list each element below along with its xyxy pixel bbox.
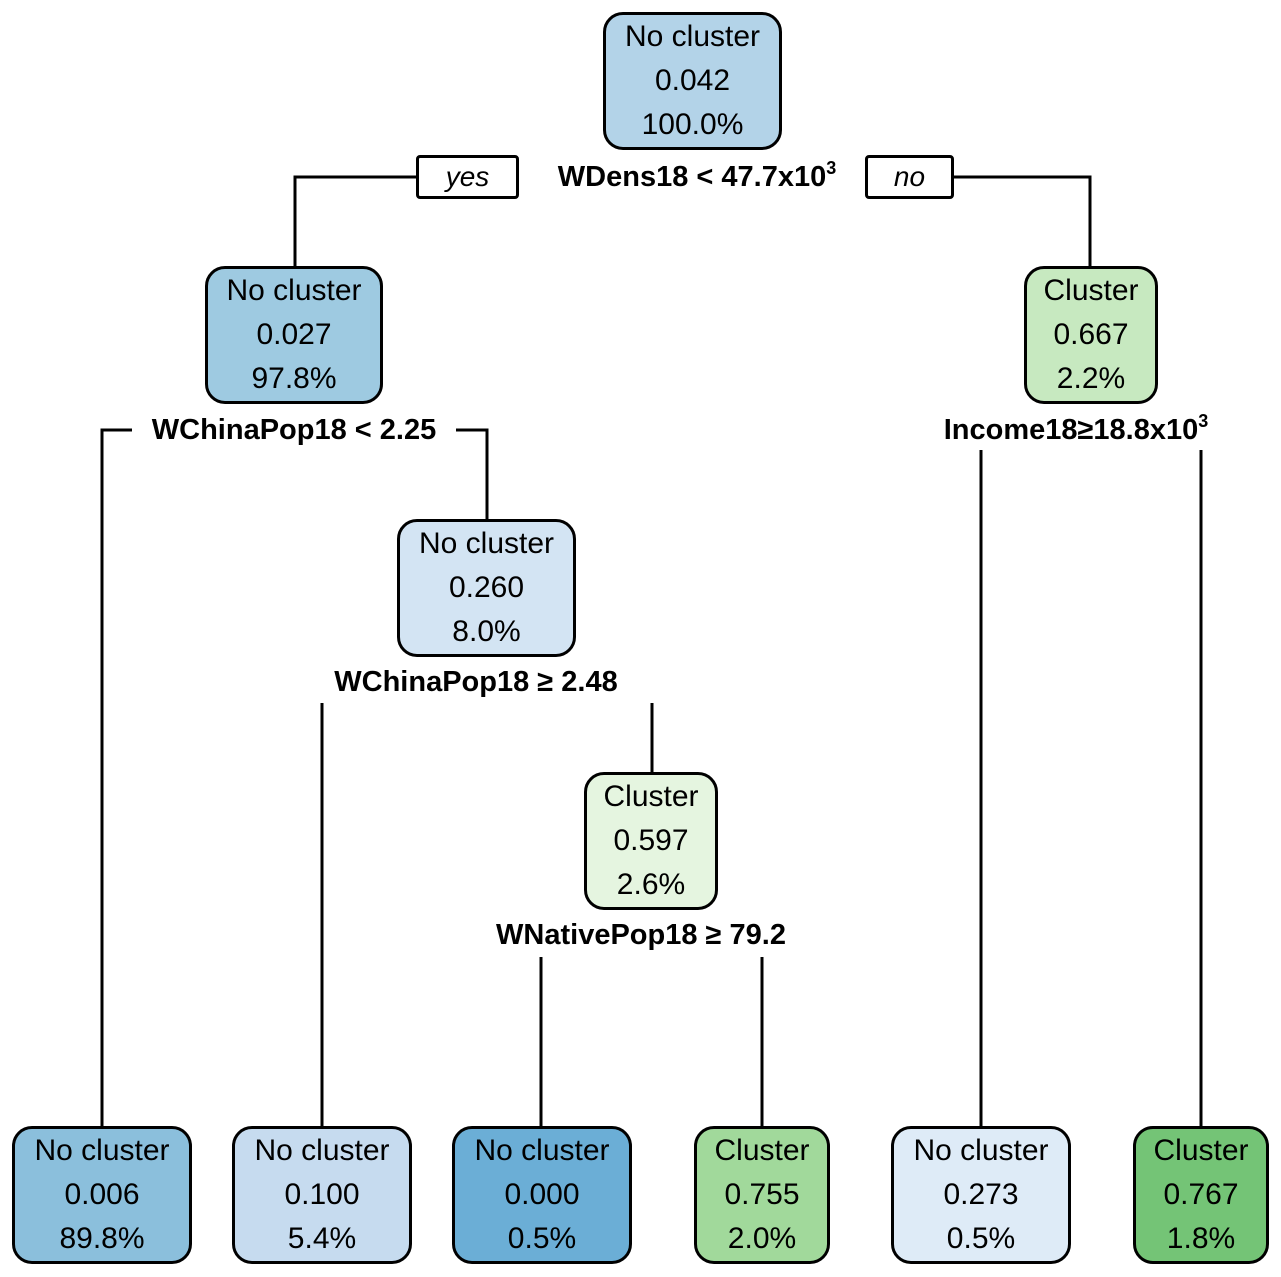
node-n3: Cluster 0.667 2.2% (1024, 266, 1158, 404)
node-label: Cluster (714, 1134, 810, 1167)
node-share: 1.8% (1166, 1222, 1236, 1255)
edge-n2-right (456, 428, 489, 519)
split-rule-n3: Income18≥18.8x103 (941, 411, 1211, 448)
node-label: Cluster (1153, 1134, 1249, 1167)
node-value: 0.667 (1053, 318, 1129, 351)
node-label: No cluster (474, 1134, 610, 1167)
node-share: 2.2% (1056, 362, 1126, 395)
node-share: 100.0% (641, 108, 744, 141)
branch-label-no: no (865, 155, 954, 199)
split-rule-n11: WNativePop18 ≥ 79.2 (494, 917, 788, 953)
node-label: No cluster (254, 1134, 390, 1167)
split-rule-text: WChinaPop18 ≥ 2.48 (334, 666, 618, 698)
node-share: 97.8% (251, 362, 337, 395)
split-rule-text: WDens18 < 47.7x10 (557, 161, 827, 193)
node-label: No cluster (34, 1134, 170, 1167)
node-share: 2.6% (616, 868, 686, 901)
split-rule-exponent: 3 (826, 158, 837, 178)
branch-label-yes: yes (416, 155, 519, 199)
node-value: 0.000 (504, 1178, 580, 1211)
node-n5: No cluster 0.260 8.0% (397, 519, 576, 657)
leaf-node-3: No cluster 0.000 0.5% (452, 1126, 632, 1264)
node-label: Cluster (1043, 274, 1139, 307)
split-rule-n2: WChinaPop18 < 2.25 (149, 412, 439, 448)
node-value: 0.273 (943, 1178, 1019, 1211)
split-rule-text: Income18≥18.8x10 (943, 414, 1199, 446)
node-share: 2.0% (727, 1222, 797, 1255)
node-label: No cluster (624, 20, 761, 53)
node-share: 0.5% (946, 1222, 1016, 1255)
node-n2: No cluster 0.027 97.8% (205, 266, 383, 404)
leaf-node-1: No cluster 0.006 89.8% (12, 1126, 192, 1264)
node-label: Cluster (603, 780, 699, 813)
node-value: 0.100 (284, 1178, 360, 1211)
node-value: 0.767 (1163, 1178, 1239, 1211)
node-share: 89.8% (59, 1222, 145, 1255)
node-share: 0.5% (507, 1222, 577, 1255)
edge-root-left (293, 175, 418, 266)
node-value: 0.755 (724, 1178, 800, 1211)
node-value: 0.597 (613, 824, 689, 857)
leaf-node-5: No cluster 0.273 0.5% (891, 1126, 1071, 1264)
node-share: 8.0% (452, 615, 521, 648)
split-rule-exponent: 3 (1198, 411, 1209, 431)
node-root: No cluster 0.042 100.0% (603, 12, 782, 150)
node-value: 0.260 (448, 571, 525, 604)
node-share: 5.4% (287, 1222, 357, 1255)
node-label: No cluster (418, 527, 555, 560)
node-value: 0.006 (64, 1178, 140, 1211)
leaf-node-6: Cluster 0.767 1.8% (1133, 1126, 1269, 1264)
node-label: No cluster (226, 274, 362, 307)
node-value: 0.027 (256, 318, 332, 351)
leaf-node-2: No cluster 0.100 5.4% (232, 1126, 412, 1264)
split-rule-root: WDens18 < 47.7x103 (555, 158, 839, 195)
node-n11: Cluster 0.597 2.6% (584, 772, 718, 910)
split-rule-text: WNativePop18 ≥ 79.2 (496, 919, 786, 951)
edge-root-right (952, 175, 1092, 266)
leaf-node-4: Cluster 0.755 2.0% (694, 1126, 830, 1264)
node-label: No cluster (913, 1134, 1049, 1167)
node-value: 0.042 (654, 64, 731, 97)
split-rule-text: WChinaPop18 < 2.25 (151, 414, 437, 446)
edge-n2-left (100, 428, 132, 1126)
split-rule-n5: WChinaPop18 ≥ 2.48 (332, 664, 620, 700)
